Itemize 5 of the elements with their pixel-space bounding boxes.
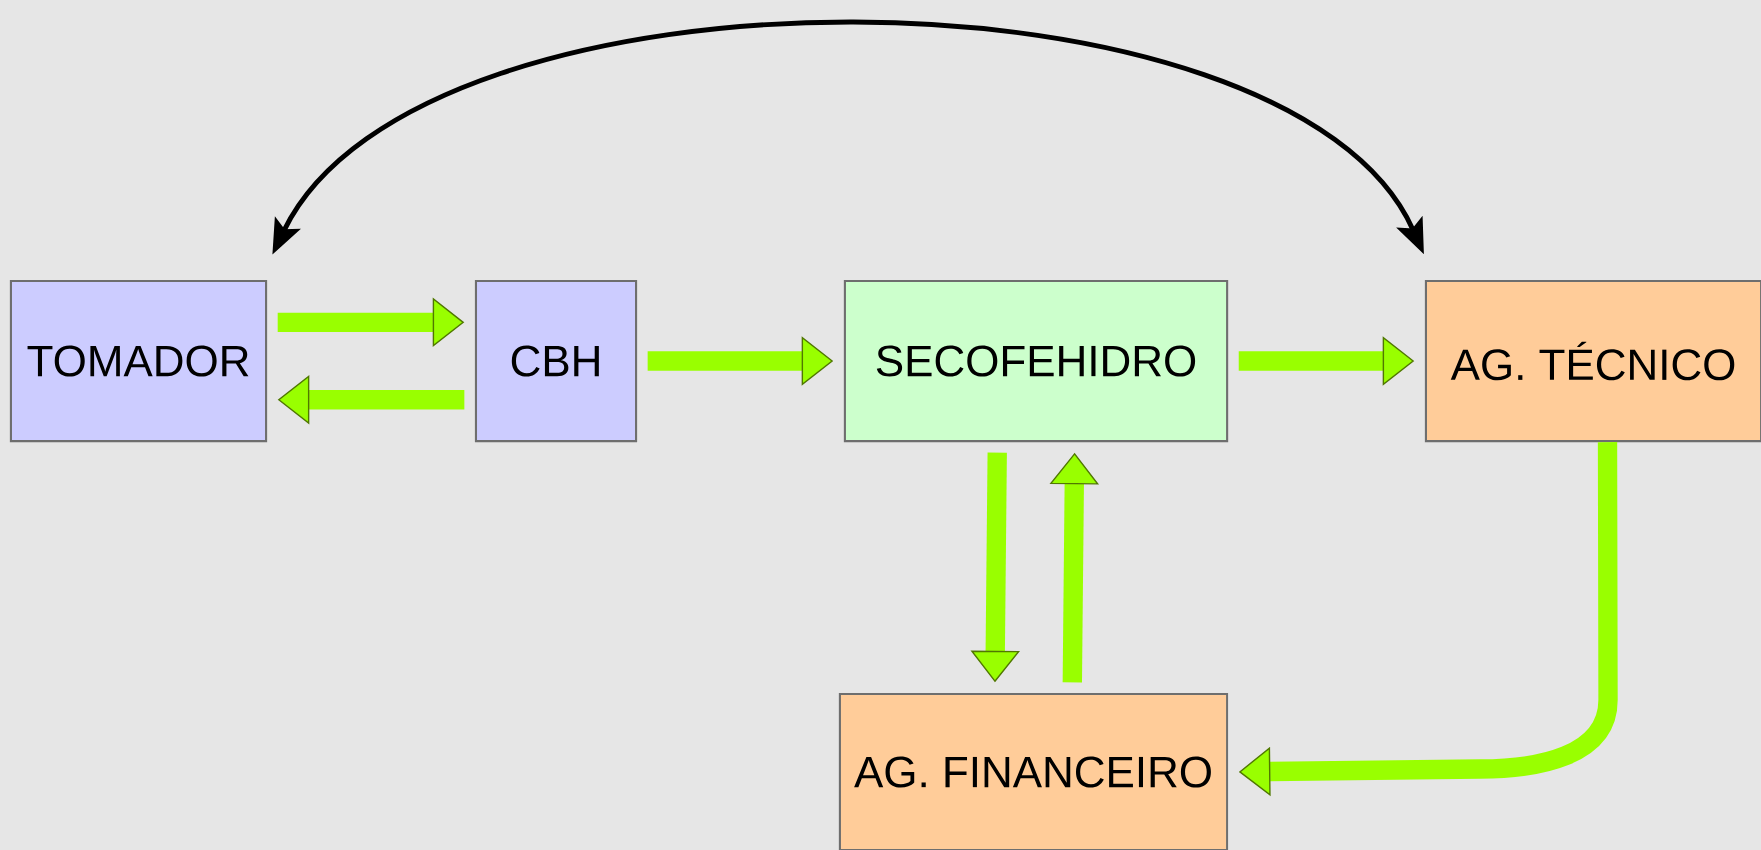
process-box: TOMADOR: [9, 279, 268, 443]
process-box: AG. FINANCEIRO: [838, 692, 1229, 850]
process-box: AG. TÉCNICO: [1424, 279, 1761, 443]
process-box: SECOFEHIDRO: [843, 279, 1229, 443]
process-box: CBH: [474, 279, 638, 443]
